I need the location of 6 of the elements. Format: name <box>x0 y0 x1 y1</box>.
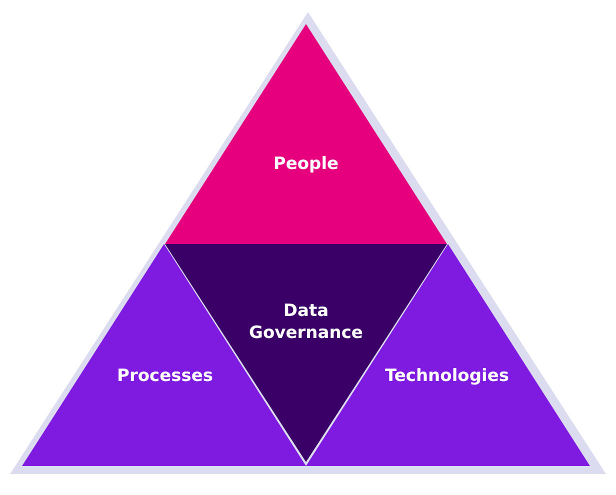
segment-label: Technologies <box>384 365 510 387</box>
segment-label: Processes <box>116 365 214 387</box>
segment-label: Data Governance <box>248 300 364 344</box>
pyramid-outline <box>10 12 606 474</box>
segment-label: People <box>272 153 340 175</box>
triangle-segment <box>165 24 447 244</box>
